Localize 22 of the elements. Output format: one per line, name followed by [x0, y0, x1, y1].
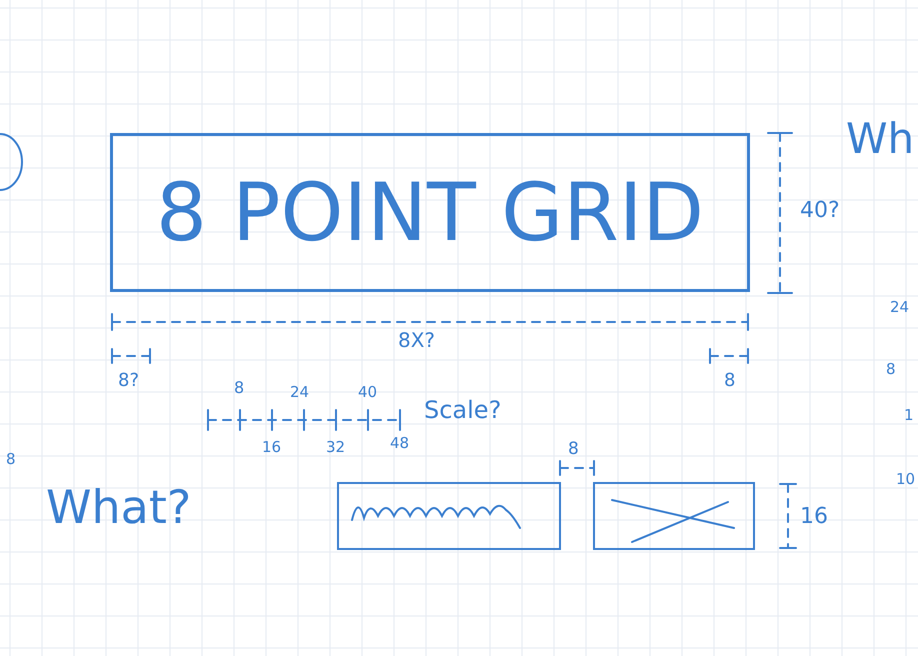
- dimension-value: 16: [800, 506, 828, 528]
- handwritten-note: Wh: [846, 118, 914, 160]
- dimension-value: 8: [234, 380, 244, 396]
- title-box: [110, 133, 750, 292]
- dimension-value: 24: [890, 300, 910, 315]
- dimension-value: 1: [904, 408, 914, 423]
- dimension-value: 8: [568, 441, 579, 458]
- dimension-value: 32: [326, 440, 346, 455]
- dimension-value: 8X?: [398, 330, 436, 350]
- dimension-value: 8: [6, 452, 16, 467]
- handwritten-note: What?: [46, 484, 192, 530]
- title-text: 8 POINT GRID: [156, 166, 704, 259]
- dimension-value: 8: [886, 362, 896, 377]
- dimension-value: 40: [358, 385, 378, 400]
- dimension-value: 24: [290, 385, 310, 400]
- dimension-value: 8?: [118, 372, 140, 390]
- dimension-value: 10: [896, 472, 916, 487]
- handwritten-note: Scale?: [424, 398, 502, 422]
- dimension-value: 16: [262, 440, 282, 455]
- dimension-value: 8: [724, 372, 736, 390]
- dimension-value: 48: [390, 436, 410, 451]
- dimension-value: 40?: [800, 200, 840, 222]
